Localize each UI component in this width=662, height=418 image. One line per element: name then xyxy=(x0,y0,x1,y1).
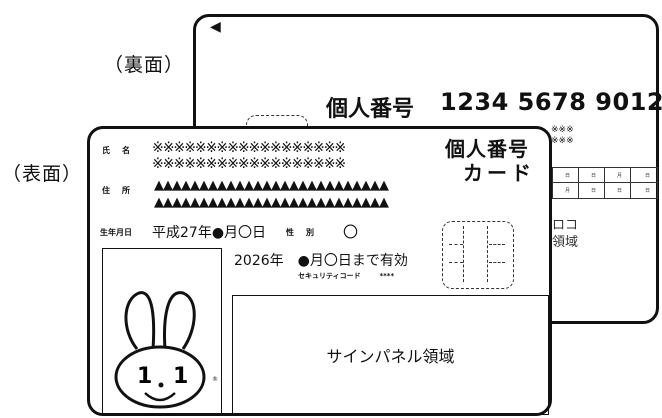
name-line-1: ※※※※※※※※※※※※※※※※※※ xyxy=(152,140,346,156)
validity-text: 2026年 ●月〇日まで有効 xyxy=(234,253,408,269)
ic-chip-outline xyxy=(442,221,514,289)
sign-panel-label: サインパネル領域 xyxy=(326,347,455,366)
back-number-label: 個人番号 xyxy=(326,97,415,122)
front-side-label: （表面） xyxy=(2,163,83,185)
mascot-photo-area: 1 1 ® xyxy=(102,248,222,414)
svg-text:1: 1 xyxy=(137,364,152,389)
back-side-chars: ロコ 領域 xyxy=(552,218,579,250)
card-title-line-1: 個人番号 xyxy=(445,137,529,161)
back-side-label: （裏面） xyxy=(104,54,185,76)
address-line-2: ▲▲▲▲▲▲▲▲▲▲▲▲▲▲▲▲▲▲▲▲▲▲▲▲▲▲ xyxy=(154,195,389,210)
back-grid: 日 日 月 日 月 日 日 日 xyxy=(552,167,658,199)
back-side-marks: ※※※ ※※※ xyxy=(551,125,574,146)
card-title-line-2: カード xyxy=(463,161,535,185)
dob-label: 生年月日 xyxy=(100,228,132,237)
sign-panel: サインパネル領域 xyxy=(232,295,549,415)
dob-value: 平成27年●月〇日 xyxy=(152,225,267,241)
security-code-row: セキュリティコード **** xyxy=(298,271,394,281)
name-label: 氏 名 xyxy=(102,146,132,155)
security-code-value: **** xyxy=(379,272,395,280)
name-line-2: ※※※※※※※※※※※※※※※※※※ xyxy=(152,156,346,172)
sex-label: 性 別 xyxy=(286,228,316,237)
registered-mark: ® xyxy=(212,376,218,383)
address-line-1: ▲▲▲▲▲▲▲▲▲▲▲▲▲▲▲▲▲▲▲▲▲▲▲▲▲▲ xyxy=(154,178,389,193)
svg-text:1: 1 xyxy=(173,364,188,389)
rabbit-mascot-icon: 1 1 xyxy=(114,291,206,409)
sex-value: 〇 xyxy=(343,223,359,241)
arrow-icon: ◀ xyxy=(210,19,221,35)
address-label: 住 所 xyxy=(102,186,132,195)
security-code-label: セキュリティコード xyxy=(298,272,361,280)
front-card: 氏 名 ※※※※※※※※※※※※※※※※※※ ※※※※※※※※※※※※※※※※※… xyxy=(87,126,552,416)
back-number: 1234 5678 9012 xyxy=(440,88,662,116)
